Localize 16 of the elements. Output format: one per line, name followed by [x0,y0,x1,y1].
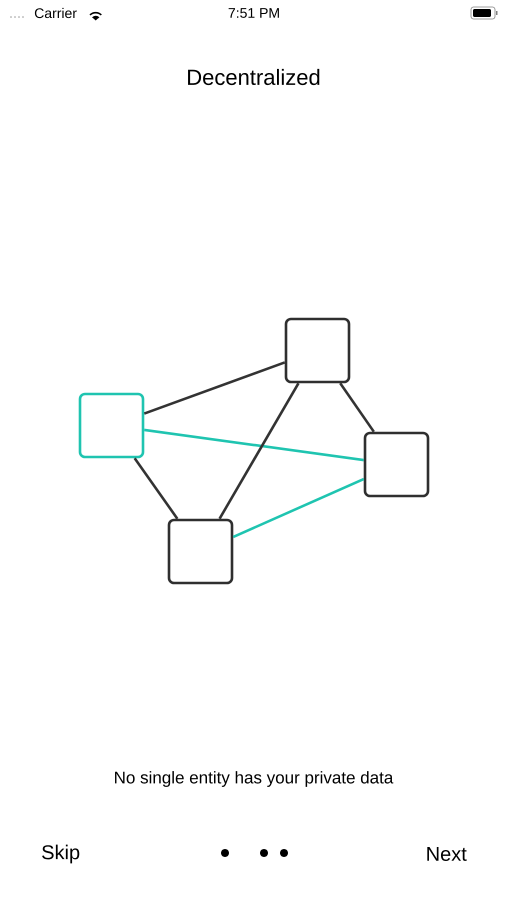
connector-line [218,382,300,520]
node-box [284,318,350,384]
clock-label: 7:51 PM [228,8,279,18]
node-box [78,392,144,458]
skip-link: Skip [42,844,80,864]
connector-line [339,382,375,432]
connector-line [144,428,364,462]
caption: No single entity has your private data [115,771,394,787]
title: Decentralized [188,68,320,86]
node-box [168,518,234,584]
node-box [364,432,430,498]
connector-line [144,361,286,415]
connector-line [232,478,364,538]
next-link: Next [427,847,467,861]
carrier-label: Carrier [34,8,77,18]
connector-line [134,458,178,520]
